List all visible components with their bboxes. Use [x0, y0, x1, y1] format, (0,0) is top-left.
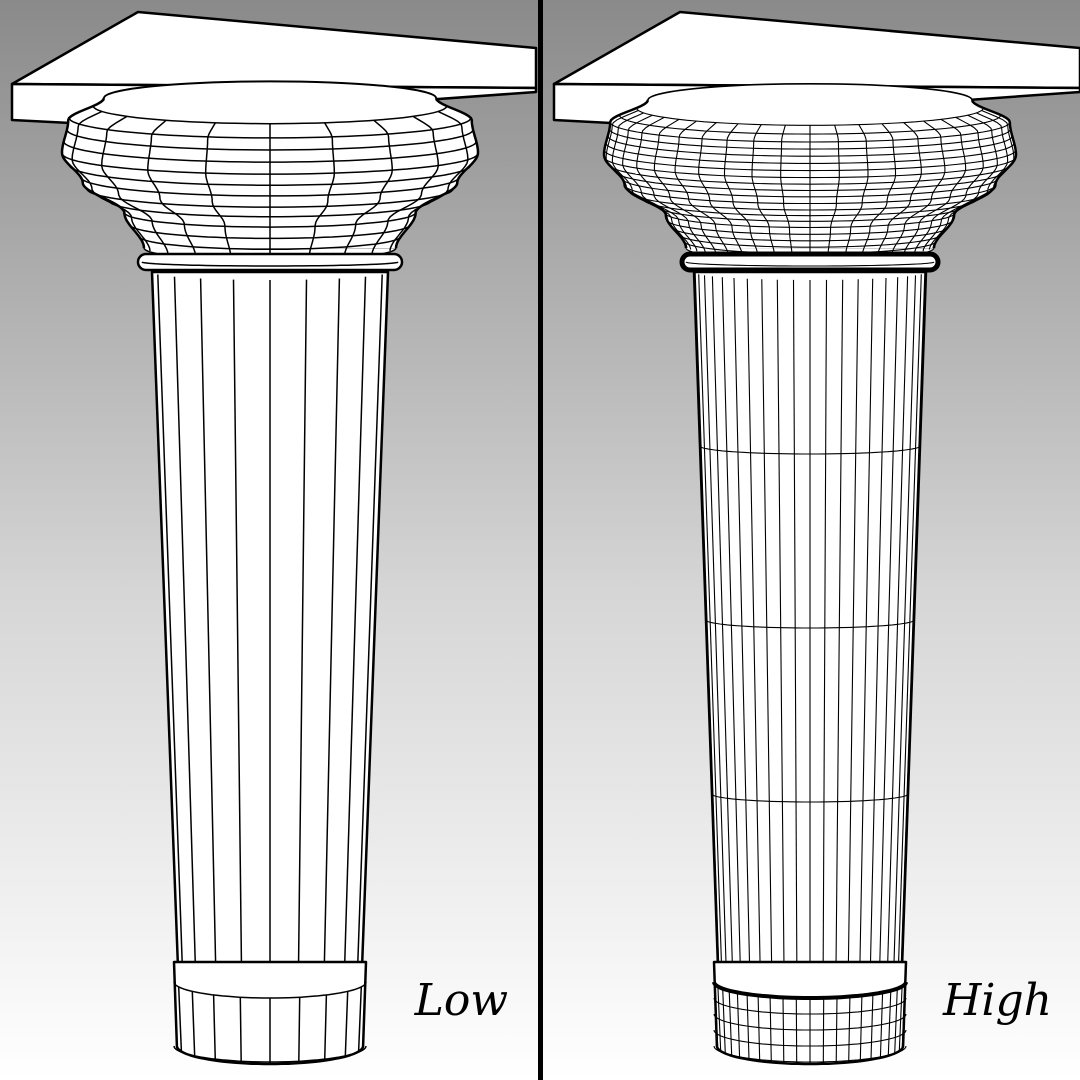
base-flute-line — [177, 986, 183, 1052]
capital-meridian-line — [389, 110, 469, 252]
capital-meridian-line — [636, 116, 707, 253]
capital-left-outline — [602, 99, 688, 249]
shaft-flute-line — [761, 279, 773, 978]
base-flute-line — [879, 992, 884, 1058]
capital-meridian-line — [653, 118, 717, 255]
shaft-flute-line — [323, 278, 341, 977]
capital-meridian-line — [876, 122, 922, 257]
base-flute-line — [717, 986, 722, 1052]
capital-meridian-line — [622, 114, 698, 252]
base-flute-line — [898, 986, 903, 1052]
base-flute-line — [722, 988, 726, 1054]
capital-meridian-line — [780, 125, 793, 259]
capital-meridian-line — [204, 122, 232, 260]
base-flute-line — [848, 996, 851, 1063]
capital-meridian-line — [723, 123, 759, 258]
capital-meridian-line — [343, 119, 393, 258]
shaft-flute-line — [297, 279, 308, 978]
base-flute-line — [298, 997, 301, 1064]
capital-meridian-line — [922, 114, 998, 252]
base-flute-line — [746, 994, 750, 1060]
capital-meridian-line — [101, 115, 169, 255]
capital-meridian-line — [844, 124, 869, 258]
capital-meridian-line — [903, 118, 967, 255]
base-flute-line — [901, 984, 906, 1049]
capital-right-outline — [394, 97, 480, 249]
base-flute-line — [239, 997, 242, 1064]
low-poly-column-wireframe — [10, 10, 538, 1066]
capital-meridian-line — [913, 116, 984, 253]
capital-right-outline — [932, 99, 1018, 249]
shaft-flute-line — [886, 276, 909, 974]
shaft-flute-line — [822, 279, 828, 978]
high-poly-column-wireframe — [552, 10, 1080, 1066]
shaft-flute-line — [733, 277, 751, 976]
capital-left-outline — [60, 97, 146, 249]
shaft-flute-line — [859, 278, 874, 977]
capital-meridian-line — [611, 112, 692, 250]
shaft-flute-line — [878, 277, 899, 975]
base-flute-line — [357, 986, 363, 1052]
shaft-ring-line — [699, 445, 921, 455]
base-flute-line — [344, 991, 349, 1057]
shaft-flute-line — [173, 276, 197, 974]
shaft-flute-line — [869, 277, 887, 976]
capital-meridian-line — [371, 115, 439, 255]
base-flute-line — [782, 997, 785, 1064]
shaft-flute-line — [199, 278, 217, 977]
base-flute-line — [191, 991, 196, 1057]
shaft-flute-line — [721, 277, 742, 975]
shaft-flute-line — [776, 279, 785, 978]
panel-label-high: High — [942, 975, 1052, 1026]
astragal-ring-line — [141, 261, 399, 267]
capital-meridian-line — [861, 123, 897, 258]
shaft-ring-line — [711, 793, 909, 803]
shaft-flute-line — [746, 278, 761, 977]
capital-meridian-line — [751, 124, 776, 258]
capital-meridian-line — [827, 125, 840, 259]
panel-low: Low — [0, 0, 540, 1080]
shaft-flute-line — [711, 276, 734, 974]
base-flute-line — [323, 994, 328, 1061]
base-flute-line — [887, 990, 892, 1056]
shaft-flute-line — [356, 274, 383, 972]
shaft-flute-line — [792, 279, 798, 978]
capital-meridian-line — [308, 122, 336, 260]
base-flute-line — [859, 995, 863, 1062]
base-flute-line — [728, 990, 733, 1056]
astragal-ring-line — [685, 261, 935, 267]
shaft-flute-line — [157, 274, 184, 972]
panel-divider — [538, 0, 543, 1080]
capital-meridian-line — [890, 120, 946, 256]
base-flute-line — [769, 996, 772, 1063]
base-flute-line — [714, 984, 719, 1049]
base-flute-line — [736, 992, 741, 1058]
astragal-ring — [679, 251, 941, 273]
shaft-flute-line — [343, 276, 367, 974]
shaft-flute-line — [847, 279, 859, 978]
base-flute-line — [894, 988, 898, 1054]
base-flute-line — [835, 997, 838, 1064]
astragal-ring — [136, 252, 404, 272]
base-flute-line — [757, 995, 761, 1062]
panel-high: High — [542, 0, 1080, 1080]
capital-meridian-line — [928, 112, 1009, 250]
shaft-flute-line — [835, 279, 844, 978]
shaft-flute-line — [232, 279, 243, 978]
base-flute-line — [212, 994, 217, 1061]
capital-meridian-line — [674, 120, 730, 256]
capital-meridian-line — [698, 122, 744, 257]
base-flute-line — [870, 994, 874, 1060]
shaft-ring-line — [705, 619, 915, 629]
capital-meridian-line — [71, 110, 151, 252]
panel-label-low: Low — [414, 975, 508, 1026]
capital-meridian-line — [147, 119, 197, 258]
